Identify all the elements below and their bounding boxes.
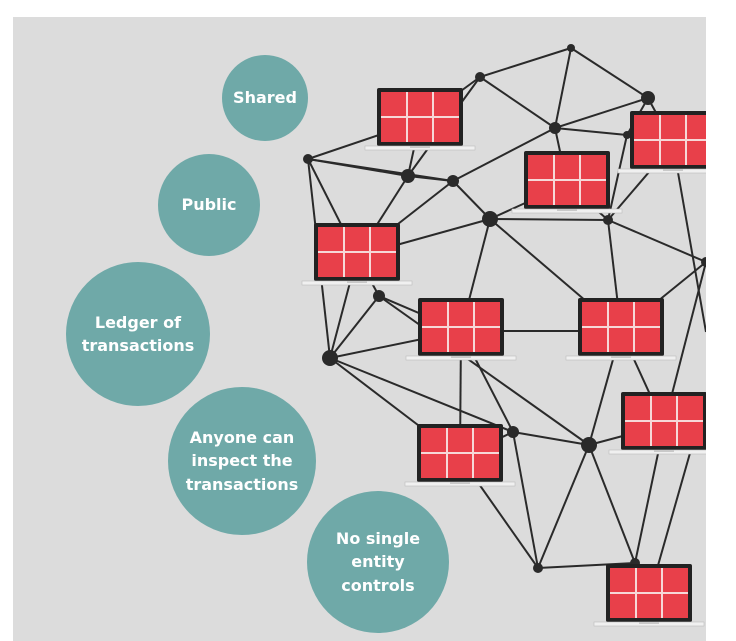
network-edge — [672, 143, 706, 333]
network-edge — [479, 76, 556, 129]
network-graph — [301, 44, 706, 627]
network-edge — [407, 175, 454, 182]
bubble-anyone-can-inspect: Anyone can inspect the transactions — [168, 387, 316, 535]
network-node — [322, 350, 338, 366]
network-edge — [378, 295, 590, 446]
network-node — [567, 44, 575, 52]
network-edge — [512, 431, 539, 569]
network-node — [533, 563, 543, 573]
network-edge — [570, 47, 649, 99]
bubble-ledger-of-transactions: Ledger of transactions — [66, 262, 210, 406]
network-node — [549, 122, 561, 134]
laptop-icon — [404, 424, 516, 487]
network-edge — [554, 97, 649, 129]
laptop-icon — [617, 111, 706, 174]
network-node — [641, 91, 655, 105]
network-edge — [537, 444, 590, 569]
network-node — [701, 257, 706, 267]
network-edge — [329, 295, 380, 359]
network-node — [603, 215, 613, 225]
network-edge — [588, 444, 636, 564]
laptop-icon — [565, 298, 677, 361]
network-edge — [554, 127, 628, 136]
network-node — [447, 175, 459, 187]
laptop-icon — [364, 88, 476, 151]
network-node — [581, 437, 597, 453]
network-edge — [554, 47, 572, 129]
network-node — [623, 131, 631, 139]
laptop-icon — [593, 564, 705, 627]
network-node — [303, 154, 313, 164]
laptop-icon — [511, 151, 623, 214]
network-node — [373, 290, 385, 302]
network-edge — [489, 218, 609, 221]
network-edge — [329, 357, 514, 433]
laptop-icon — [608, 392, 706, 455]
bubble-public: Public — [158, 154, 260, 256]
network-edge — [607, 134, 628, 221]
bubble-no-single-entity-controls: No single entity controls — [307, 491, 449, 633]
network-edge — [479, 47, 572, 78]
network-node — [482, 211, 498, 227]
bubble-shared: Shared — [222, 55, 308, 141]
laptop-icon — [301, 223, 413, 286]
network-node — [401, 169, 415, 183]
network-edge — [607, 219, 706, 263]
laptop-icon — [405, 298, 517, 361]
network-node — [507, 426, 519, 438]
network-edge — [452, 127, 556, 182]
network-edge — [537, 562, 636, 569]
network-edge — [452, 180, 491, 220]
network-edge — [512, 431, 590, 446]
network-node — [475, 72, 485, 82]
diagram-canvas: Shared Public Ledger of transactions Any… — [13, 17, 706, 641]
